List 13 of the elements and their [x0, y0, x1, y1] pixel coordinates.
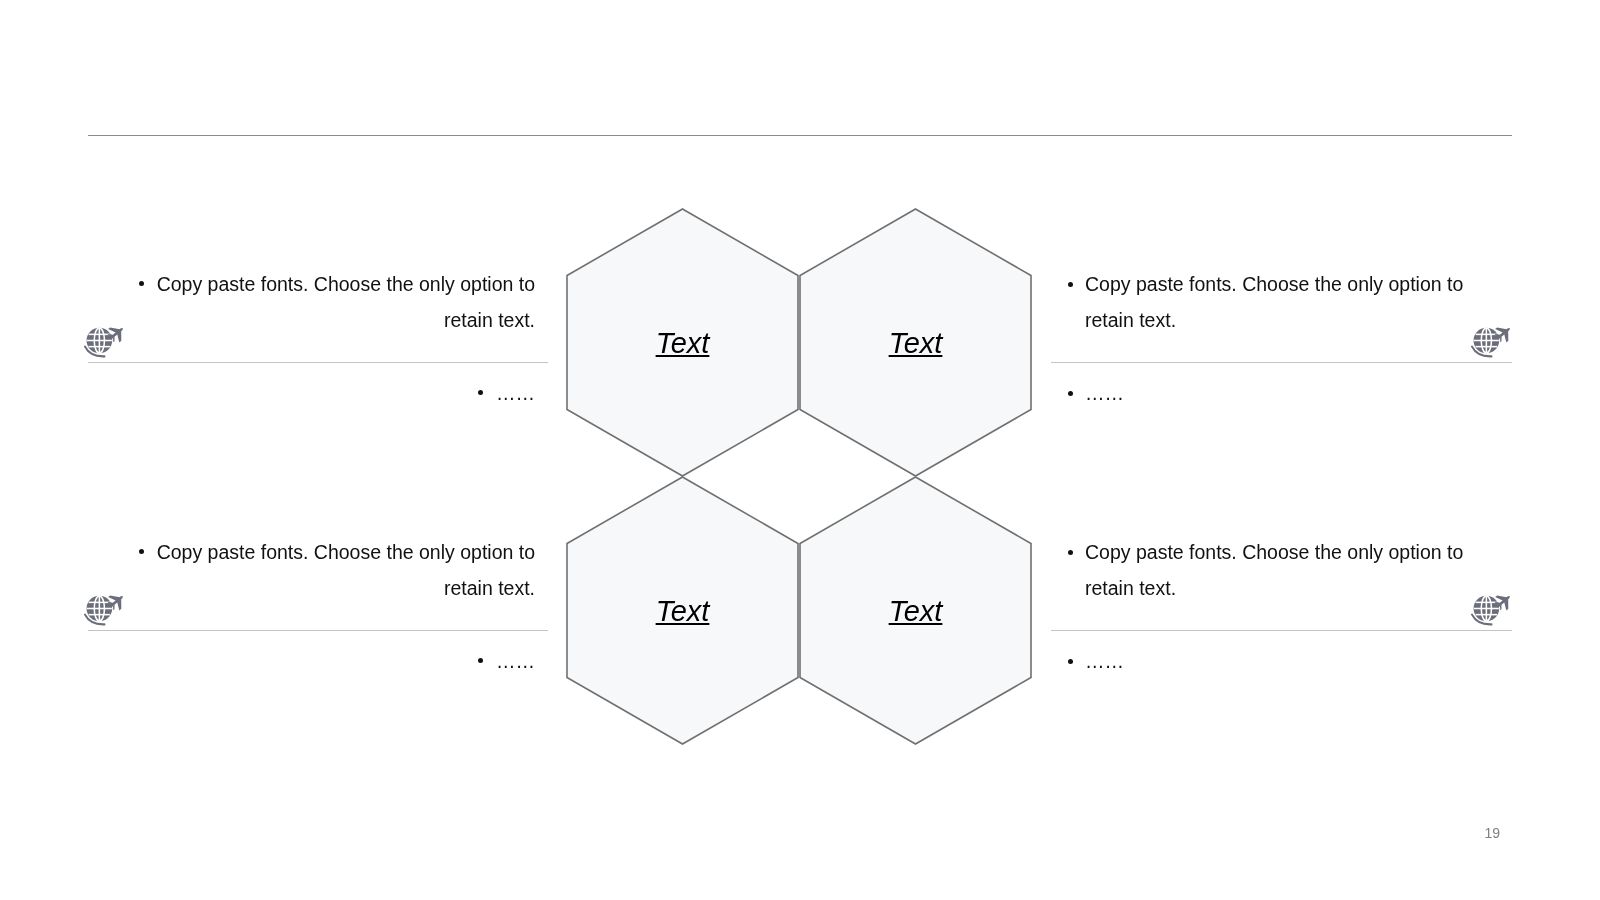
bullet-text: Copy paste fonts. Choose the only option to retain text.: [1066, 266, 1469, 338]
hexagon-label: Text: [888, 325, 943, 360]
page-number: 19: [1483, 824, 1500, 842]
hexagon-label: Text: [655, 325, 710, 360]
bullet-text: ……: [130, 375, 535, 411]
bullet-text: Copy paste fonts. Choose the only option to retain text.: [130, 534, 535, 606]
bullet-text: Copy paste fonts. Choose the only option to retain text.: [1066, 534, 1469, 606]
hexagon-label: Text: [655, 593, 710, 628]
bullet-text: ……: [1066, 643, 1469, 679]
bullet-text: ……: [130, 643, 535, 679]
hexagon-label: Text: [888, 593, 943, 628]
bullet-text: ……: [1066, 375, 1469, 411]
bullet-text: Copy paste fonts. Choose the only option to retain text.: [130, 266, 535, 338]
